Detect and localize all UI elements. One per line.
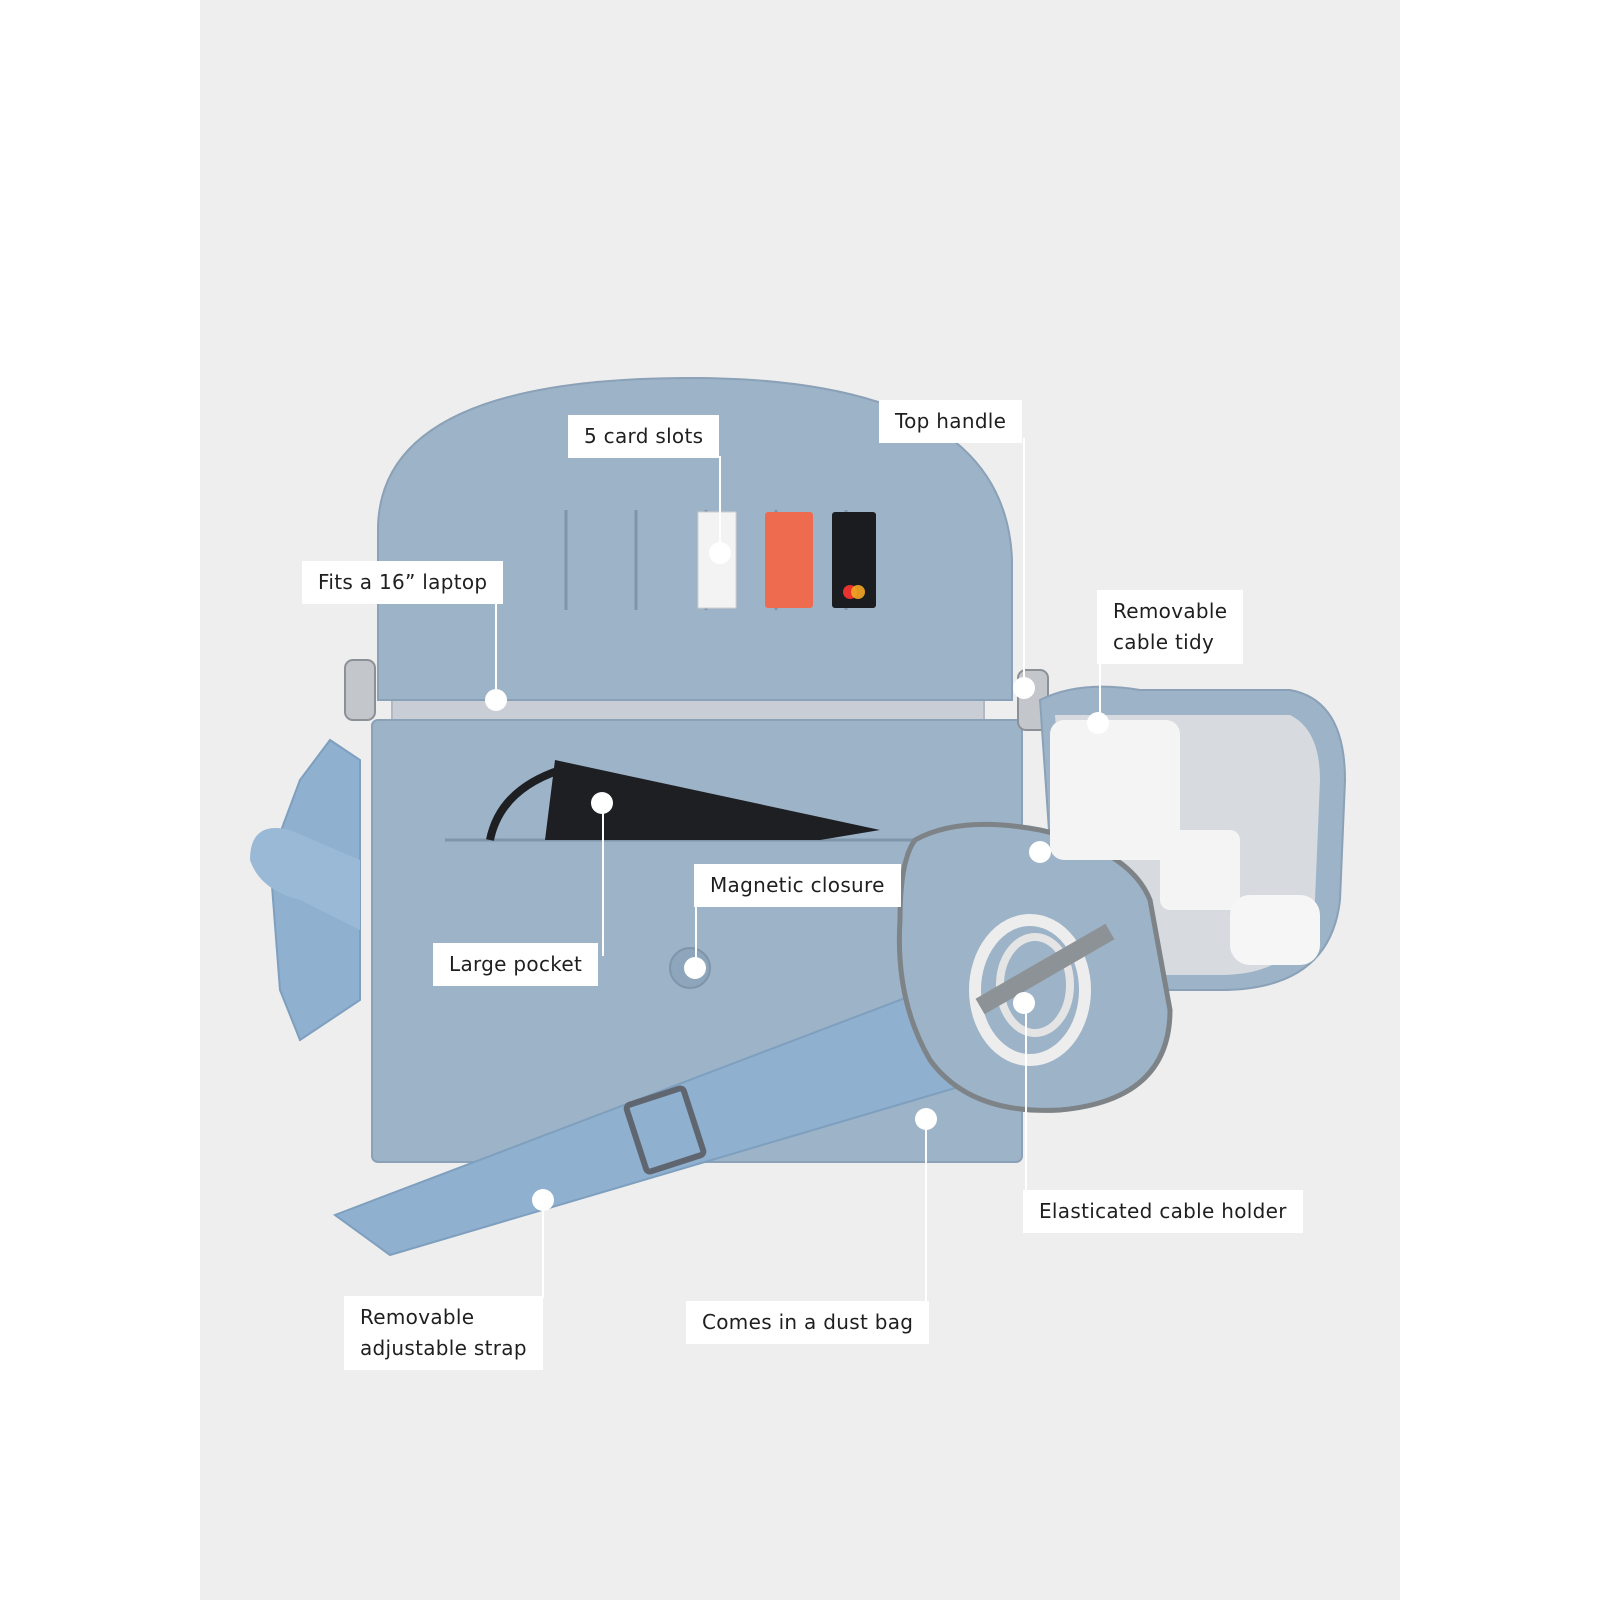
- leader-elasticated: [1025, 1006, 1027, 1193]
- dot-magnetic-closure: [684, 957, 706, 979]
- leader-laptop: [495, 602, 497, 698]
- callout-dust-bag-text: Comes in a dust bag: [702, 1310, 914, 1334]
- callout-card-slots-text: 5 card slots: [584, 424, 704, 448]
- strap-loop: [250, 828, 360, 930]
- dot-cable-tidy: [1087, 712, 1109, 734]
- charger-white: [1050, 720, 1180, 860]
- dot-cable-lid: [1029, 841, 1051, 863]
- callout-top-handle: Top handle: [879, 400, 1023, 443]
- coiled-cable: [969, 914, 1091, 1066]
- callout-magnetic-closure: Magnetic closure: [694, 864, 901, 907]
- dot-dust-bag: [915, 1108, 937, 1130]
- notebook: [545, 760, 880, 840]
- callout-dust-bag: Comes in a dust bag: [686, 1301, 930, 1344]
- dot-strap: [532, 1189, 554, 1211]
- charger-plug: [1160, 830, 1240, 910]
- callout-fits-laptop: Fits a 16” laptop: [302, 561, 504, 604]
- leader-cable-tidy: [1099, 660, 1101, 723]
- callout-magnetic-closure-text: Magnetic closure: [710, 873, 885, 897]
- id-card: [697, 511, 737, 609]
- leader-magnetic-closure: [695, 898, 697, 970]
- callout-large-pocket-text: Large pocket: [449, 952, 583, 976]
- callout-elasticated-text: Elasticated cable holder: [1039, 1199, 1287, 1223]
- callout-large-pocket: Large pocket: [433, 943, 599, 986]
- strap-buckle: [623, 1085, 707, 1175]
- earbuds-case: [1230, 895, 1320, 965]
- dot-laptop: [485, 689, 507, 711]
- callout-top-handle-text: Top handle: [895, 409, 1007, 433]
- clip-left: [344, 659, 376, 721]
- bag-flap: [377, 376, 1013, 701]
- cable-tidy: [896, 685, 1347, 1113]
- leader-large-pocket: [602, 806, 604, 956]
- callout-card-slots: 5 card slots: [568, 415, 720, 458]
- dot-elasticated: [1013, 992, 1035, 1014]
- leader-top-handle: [1023, 438, 1025, 688]
- leader-dust-bag: [925, 1120, 927, 1305]
- orange-card: [765, 512, 813, 608]
- mastercard-logo-yellow: [851, 585, 865, 599]
- callout-strap-line2: adjustable strap: [360, 1336, 527, 1360]
- credit-card: [832, 512, 876, 608]
- callout-strap: Removable adjustable strap: [344, 1296, 543, 1370]
- notebook-band: [486, 766, 562, 841]
- callout-elasticated: Elasticated cable holder: [1023, 1190, 1303, 1233]
- callout-strap-line1: Removable: [360, 1305, 475, 1329]
- elastic-band: [975, 923, 1115, 1015]
- leader-strap: [542, 1200, 544, 1298]
- leader-card-slots: [719, 456, 721, 546]
- callout-fits-laptop-text: Fits a 16” laptop: [318, 570, 488, 594]
- dot-card-slots: [709, 542, 731, 564]
- callout-cable-tidy: Removable cable tidy: [1097, 590, 1244, 664]
- dot-large-pocket: [591, 792, 613, 814]
- callout-cable-tidy-line1: Removable: [1113, 599, 1228, 623]
- callout-cable-tidy-line2: cable tidy: [1113, 630, 1215, 654]
- dot-top-handle: [1013, 677, 1035, 699]
